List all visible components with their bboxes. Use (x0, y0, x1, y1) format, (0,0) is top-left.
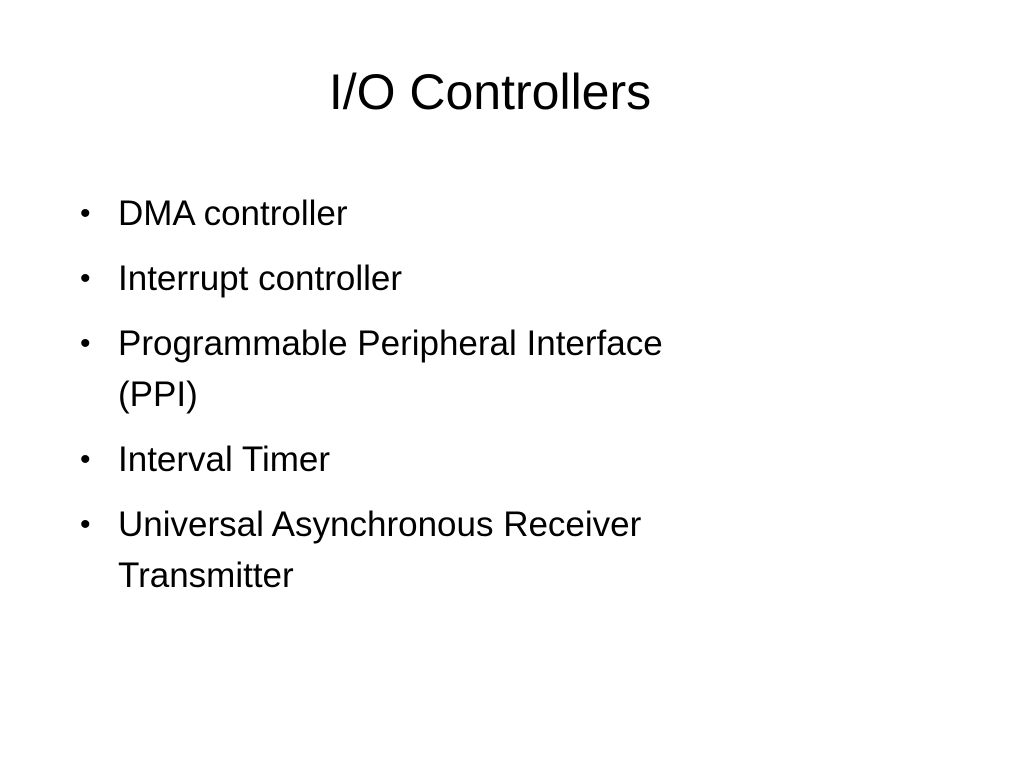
bullet-icon: • (80, 443, 91, 476)
bullet-text: DMA controller (118, 194, 348, 233)
bullet-text: Interrupt controller (118, 259, 403, 298)
bullet-item-dma: • DMA controller (77, 188, 957, 239)
bullet-text: Programmable Peripheral Interface (PPI) (118, 324, 663, 414)
bullet-icon: • (80, 508, 91, 541)
bullet-text: Universal Asynchronous Receiver Transmit… (118, 505, 642, 595)
bullet-text: Interval Timer (118, 440, 330, 479)
bullet-item-timer: • Interval Timer (77, 434, 957, 485)
bullet-item-interrupt: • Interrupt controller (77, 253, 957, 304)
bullet-list: • DMA controller • Interrupt controller … (77, 188, 957, 615)
bullet-icon: • (80, 327, 91, 360)
slide-title: I/O Controllers (328, 64, 652, 120)
bullet-icon: • (80, 197, 91, 230)
bullet-item-uart: • Universal Asynchronous Receiver Transm… (77, 499, 957, 601)
bullet-icon: • (80, 262, 91, 295)
bullet-item-ppi: • Programmable Peripheral Interface (PPI… (77, 318, 957, 420)
